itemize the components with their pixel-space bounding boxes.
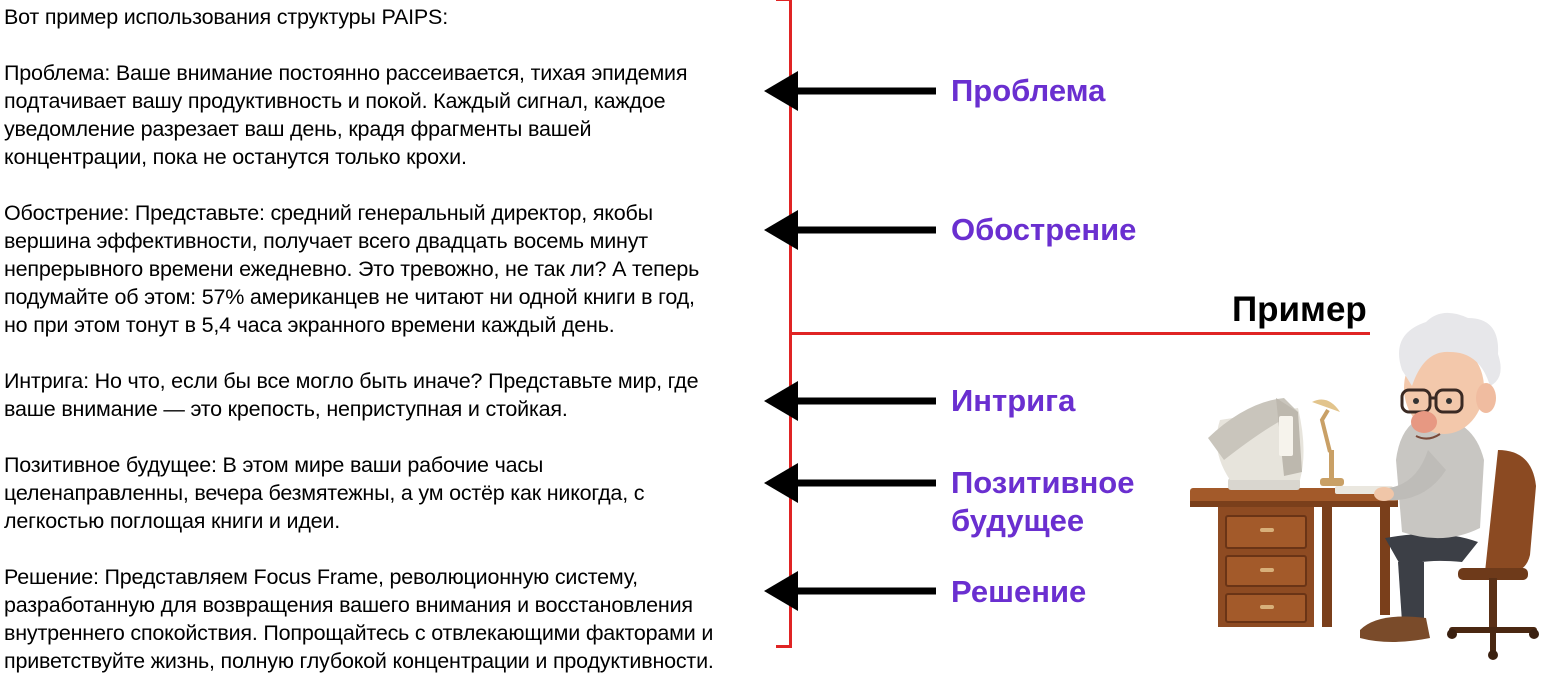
example-title: Пример xyxy=(1232,290,1367,329)
arrow-solution xyxy=(764,571,936,611)
label-positive-future: Позитивное будущее xyxy=(951,465,1135,538)
bracket-vertical-line xyxy=(789,0,792,648)
paragraph-aggravation: Обострение: Представьте: средний генерал… xyxy=(4,201,700,337)
bracket-top-tick xyxy=(776,0,792,1)
arrow-positive-future xyxy=(764,463,936,503)
label-solution: Решение xyxy=(951,574,1087,609)
bracket-bottom-tick xyxy=(776,645,792,648)
paragraph-positive-future: Позитивное будущее: В этом мире ваши раб… xyxy=(4,453,645,533)
text-column: Вот пример использования структуры PAIPS… xyxy=(4,3,779,675)
paragraph-problem: Проблема: Ваше внимание постоянно рассеи… xyxy=(4,61,688,169)
arrow-aggravation xyxy=(764,210,936,250)
label-intrigue: Интрига xyxy=(951,383,1076,418)
paragraph-intrigue: Интрига: Но что, если бы все могло быть … xyxy=(4,369,699,421)
example-divider-line xyxy=(789,332,1370,335)
intro-text: Вот пример использования структуры PAIPS… xyxy=(4,5,448,29)
label-problem: Проблема xyxy=(951,73,1106,108)
label-aggravation: Обострение xyxy=(951,212,1137,247)
paragraph-solution: Решение: Представляем Focus Frame, револ… xyxy=(4,565,714,673)
arrow-problem xyxy=(764,71,936,111)
old-man-at-computer-illustration xyxy=(1180,300,1549,672)
arrow-intrigue xyxy=(764,381,936,421)
